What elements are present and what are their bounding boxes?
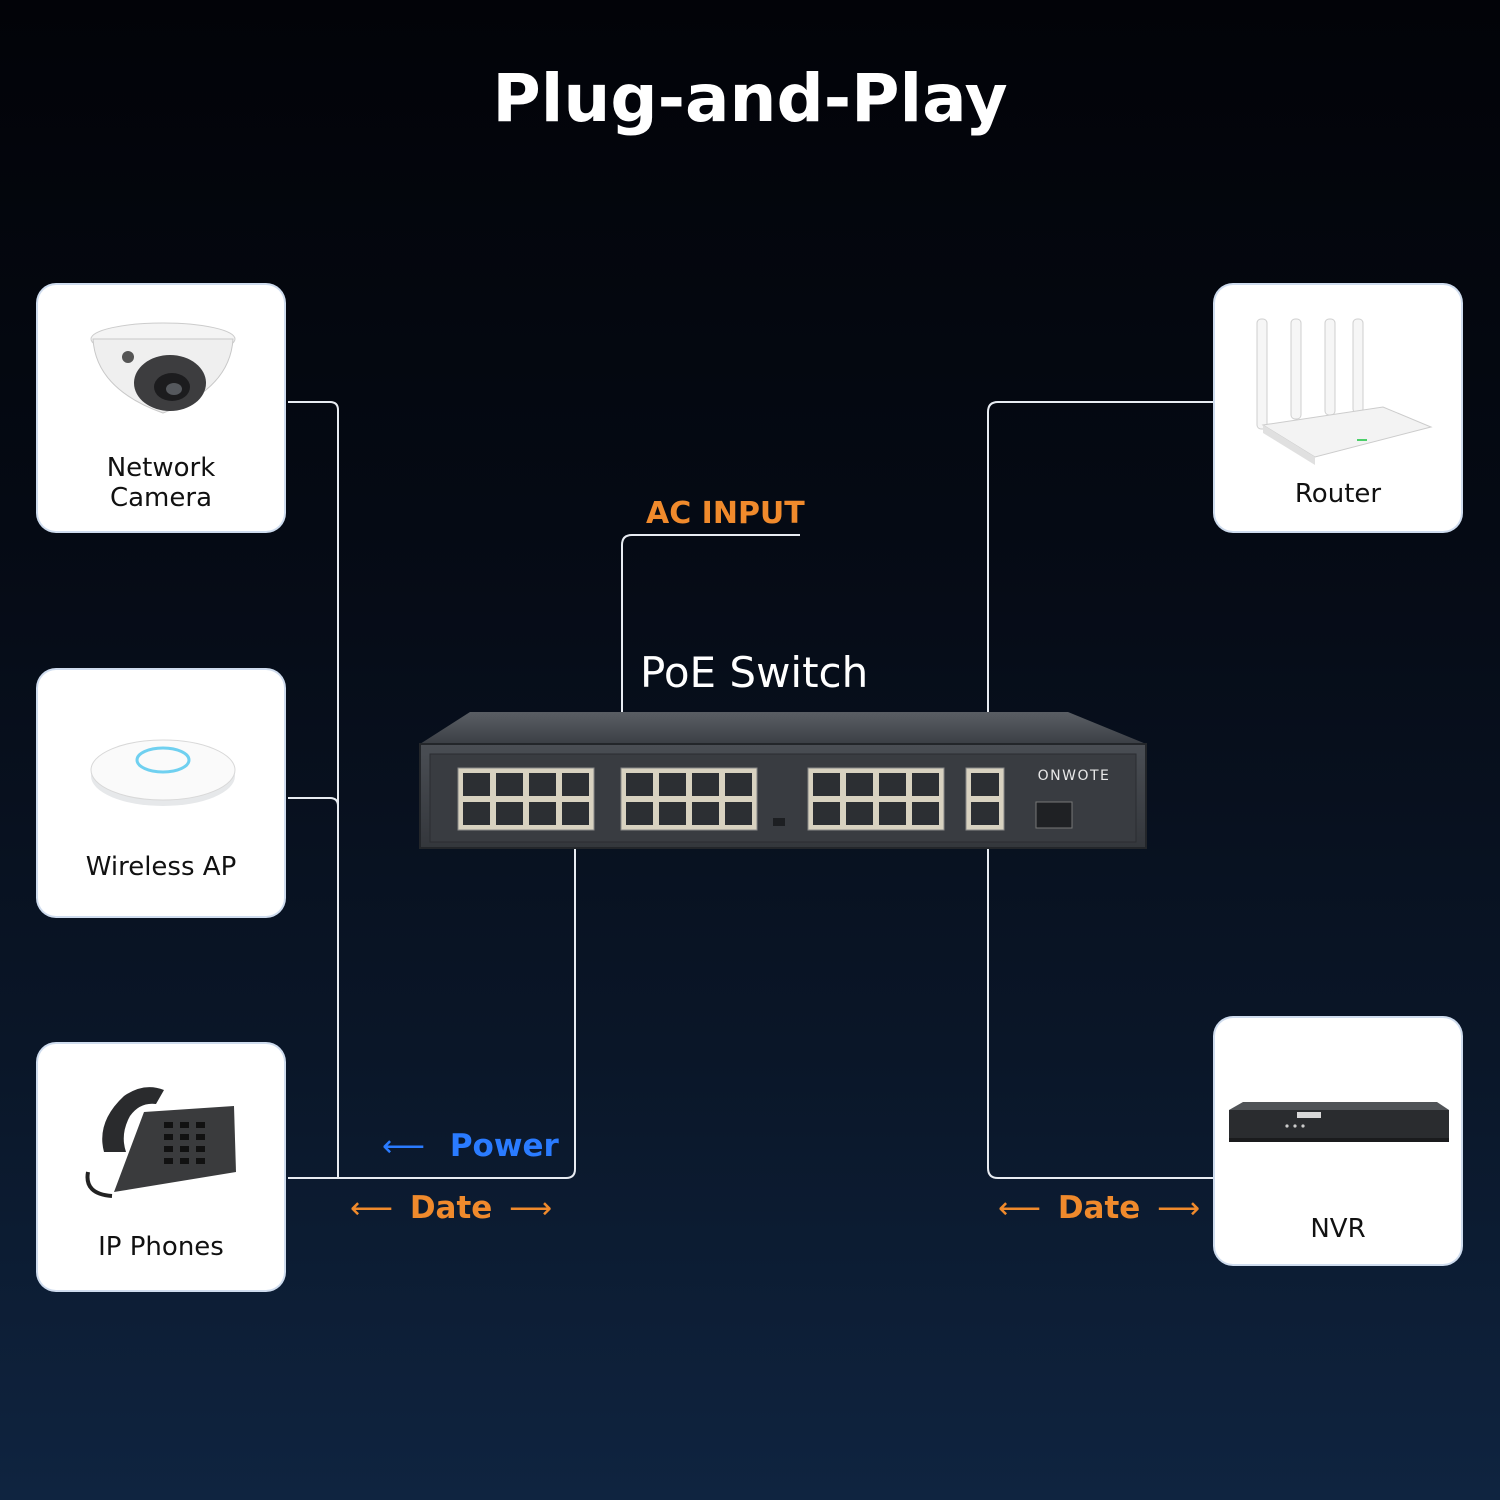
date-right-label: Date	[1057, 1190, 1141, 1226]
phone-link	[288, 820, 576, 1179]
wireless-ap-card: Wireless AP	[38, 670, 284, 916]
power-arrow-icon: ⟵	[382, 1129, 426, 1164]
nvr-recorder-icon	[1229, 1102, 1449, 1142]
ac-input-link	[621, 534, 800, 712]
date-left-label: Date	[409, 1190, 493, 1226]
power-label: Power	[449, 1128, 559, 1164]
network-camera-label: Network Camera	[106, 453, 216, 513]
date-right-arrow-right-icon: ⟶	[1157, 1191, 1201, 1226]
network-camera-card: Network Camera	[38, 285, 284, 531]
date-flow-left: ⟵ Date ⟶	[350, 1190, 552, 1226]
ac-input-label: AC INPUT	[646, 496, 805, 531]
nvr-label: NVR	[1310, 1214, 1366, 1244]
sfp-port	[1035, 801, 1073, 829]
wireless-ap-label: Wireless AP	[85, 852, 237, 882]
ap-link	[288, 797, 339, 1178]
dip-switch	[773, 818, 785, 826]
date-flow-right: ⟵ Date ⟶	[998, 1190, 1200, 1226]
nvr-link	[987, 820, 1214, 1179]
router-icon	[1256, 318, 1433, 465]
date-left-arrow-right-icon: ⟶	[509, 1191, 553, 1226]
date-right-arrow-left-icon: ⟵	[998, 1191, 1042, 1226]
router-label: Router	[1294, 479, 1382, 509]
power-flow-label: ⟵ Power	[382, 1128, 559, 1164]
ip-phones-label: IP Phones	[98, 1232, 224, 1262]
date-left-arrow-left-icon: ⟵	[350, 1191, 394, 1226]
poe-switch-label: PoE Switch	[640, 648, 869, 697]
ip-phones-card: IP Phones	[38, 1044, 284, 1290]
desk-phone-icon	[85, 1087, 236, 1198]
camera-link	[288, 401, 339, 1178]
dome-camera-icon	[90, 322, 236, 414]
wireless-access-point-icon	[90, 739, 236, 806]
poe-switch-image: ONWOTE	[419, 712, 1147, 849]
switch-brand-logo: ONWOTE	[1038, 768, 1111, 784]
page-title: Plug-and-Play	[492, 60, 1008, 137]
router-card: Router	[1215, 285, 1461, 531]
nvr-card: NVR	[1215, 1018, 1461, 1264]
router-link	[987, 401, 1214, 780]
